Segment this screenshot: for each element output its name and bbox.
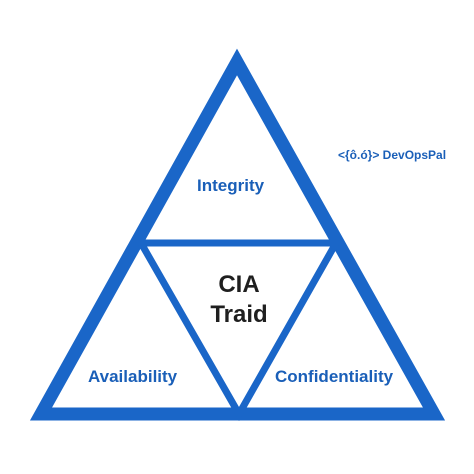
center-title-line1: CIA — [218, 271, 260, 298]
center-title: CIA Traid — [189, 270, 289, 330]
integrity-label: Integrity — [197, 176, 265, 195]
outer-triangle — [29, 48, 446, 421]
availability-label: Availability — [88, 367, 178, 386]
devopspal-logo: <{ô.ó}> DevOpsPal — [338, 148, 447, 162]
confidentiality-label: Confidentiality — [275, 367, 394, 386]
inner-inverted-triangle — [134, 239, 343, 422]
center-title-line2: Traid — [210, 301, 268, 328]
